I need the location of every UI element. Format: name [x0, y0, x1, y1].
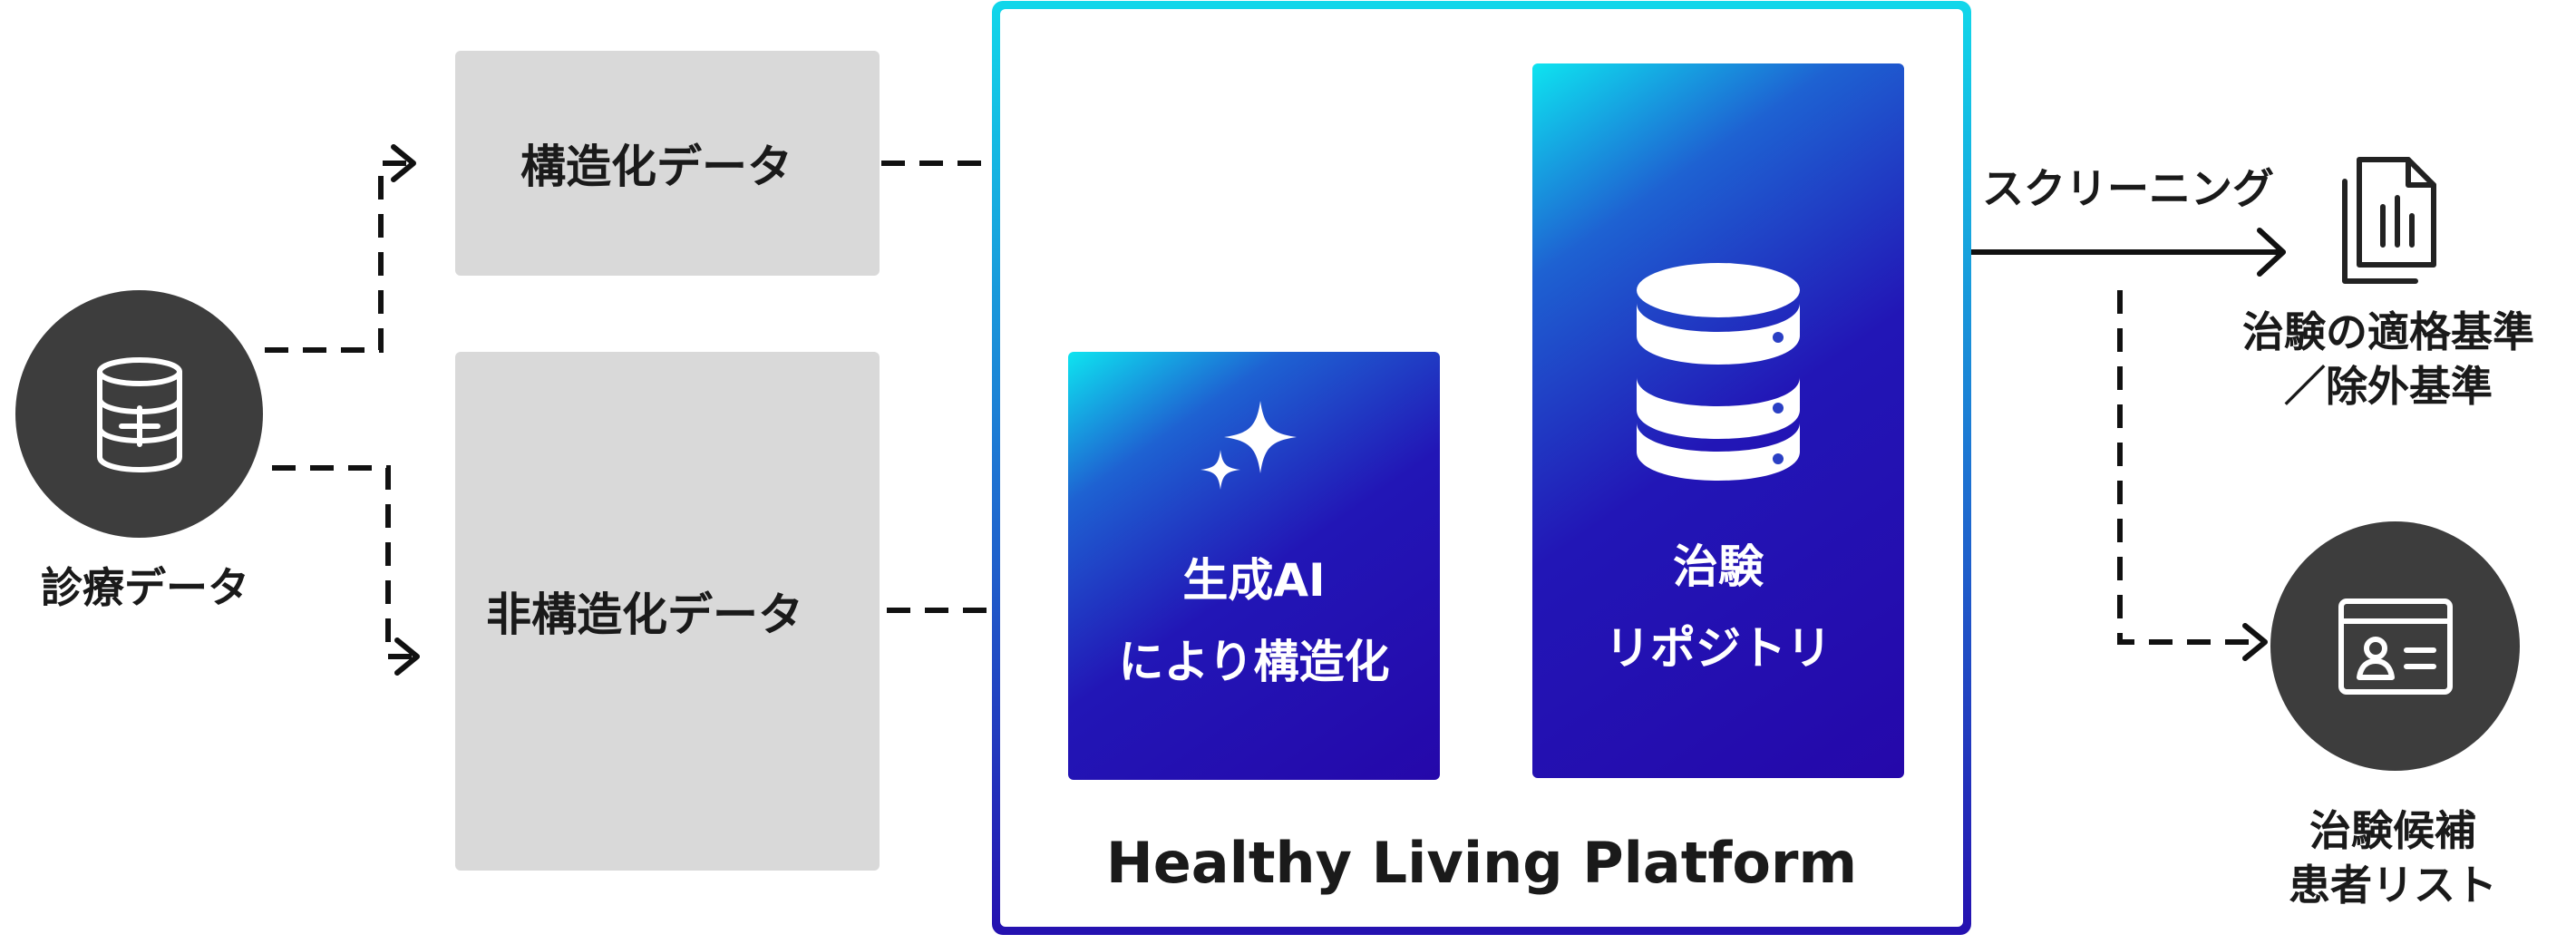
structured-data-label: 構造化データ [520, 141, 792, 193]
connector-screening-to-candidates [2117, 290, 2249, 645]
sparkle-icon [1201, 401, 1297, 490]
repository-line1: 治験 [1673, 540, 1764, 593]
repository-line2: リポジトリ [1605, 622, 1832, 675]
medical-data-label: 診療データ [41, 563, 249, 612]
document-icon [2342, 157, 2436, 284]
id-card-icon [2338, 599, 2453, 695]
criteria-line1: 治験の適格基準 [2242, 307, 2534, 356]
unstructured-data-box: 非構造化データ [455, 352, 880, 871]
arrowhead-unstructured [394, 637, 420, 676]
unstructured-data-label: 非構造化データ [486, 589, 803, 641]
medical-data-circle [15, 290, 263, 538]
gen-ai-line1: 生成AI [1182, 554, 1326, 607]
repository-box: 治験 リポジトリ [1532, 63, 1904, 778]
database-icon [1637, 263, 1800, 481]
platform-title: Healthy Living Platform [1105, 830, 1858, 896]
screening-arrowhead-right [2257, 228, 2286, 277]
arrowhead-candidates [2242, 623, 2268, 661]
candidates-line1: 治験候補 [2309, 806, 2476, 855]
candidates-line2: 患者リスト [2289, 861, 2497, 910]
candidates-circle [2270, 521, 2520, 771]
connector-medical-to-structured [265, 161, 410, 353]
criteria-line2: ／除外基準 [2284, 362, 2493, 411]
gen-ai-line2: により構造化 [1118, 636, 1390, 688]
connector-medical-to-unstructured [272, 465, 413, 659]
structured-data-box: 構造化データ [455, 51, 880, 276]
medical-database-icon [97, 357, 182, 472]
screening-label: スクリーニング [1982, 164, 2274, 213]
arrowhead-structured [391, 144, 416, 182]
gen-ai-box: 生成AI により構造化 [1068, 352, 1440, 780]
